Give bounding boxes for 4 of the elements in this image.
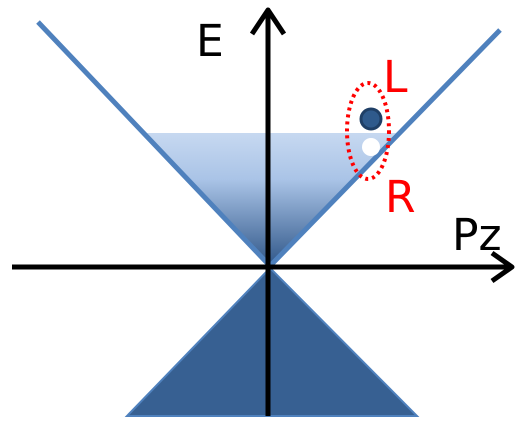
chirality-label: R (385, 176, 416, 220)
axis-label: E (196, 20, 224, 64)
axis-label: Pz (452, 214, 502, 258)
chirality-label: L (383, 56, 408, 100)
